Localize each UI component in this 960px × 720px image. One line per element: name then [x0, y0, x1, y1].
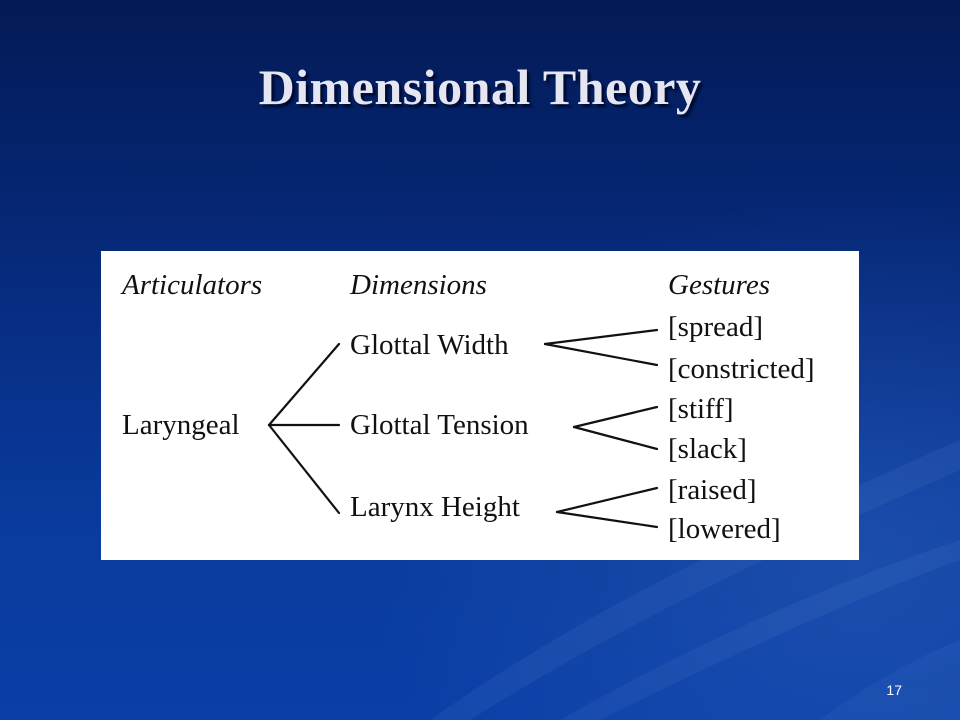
- branch-tension-slack: [572, 425, 659, 451]
- dimension-glottal-width: Glottal Width: [350, 329, 509, 361]
- branch-laryngeal-height: [267, 423, 341, 515]
- header-dimensions: Dimensions: [350, 269, 487, 301]
- page-number: 17: [886, 682, 902, 698]
- gesture-raised: [raised]: [668, 474, 757, 506]
- branch-laryngeal-width: [267, 342, 341, 427]
- gesture-stiff: [stiff]: [668, 393, 734, 425]
- gesture-lowered: [lowered]: [668, 513, 781, 545]
- dimensional-theory-diagram: Articulators Dimensions Gestures Larynge…: [101, 251, 859, 560]
- branch-tension-stiff: [572, 405, 659, 429]
- branch-height-lowered: [555, 510, 659, 529]
- gesture-spread: [spread]: [668, 311, 764, 343]
- header-articulators: Articulators: [122, 269, 263, 301]
- branch-width-spread: [543, 328, 659, 346]
- header-gestures: Gestures: [668, 269, 771, 301]
- slide-title: Dimensional Theory: [258, 59, 702, 115]
- gesture-slack: [slack]: [668, 433, 747, 465]
- branch-height-raised: [555, 486, 659, 514]
- gesture-constricted: [constricted]: [668, 353, 815, 385]
- dimension-larynx-height: Larynx Height: [350, 491, 520, 523]
- branch-width-constricted: [543, 342, 659, 367]
- dimension-glottal-tension: Glottal Tension: [350, 409, 529, 441]
- articulator-laryngeal: Laryngeal: [122, 409, 240, 441]
- diagram-branch-lines: [267, 328, 659, 529]
